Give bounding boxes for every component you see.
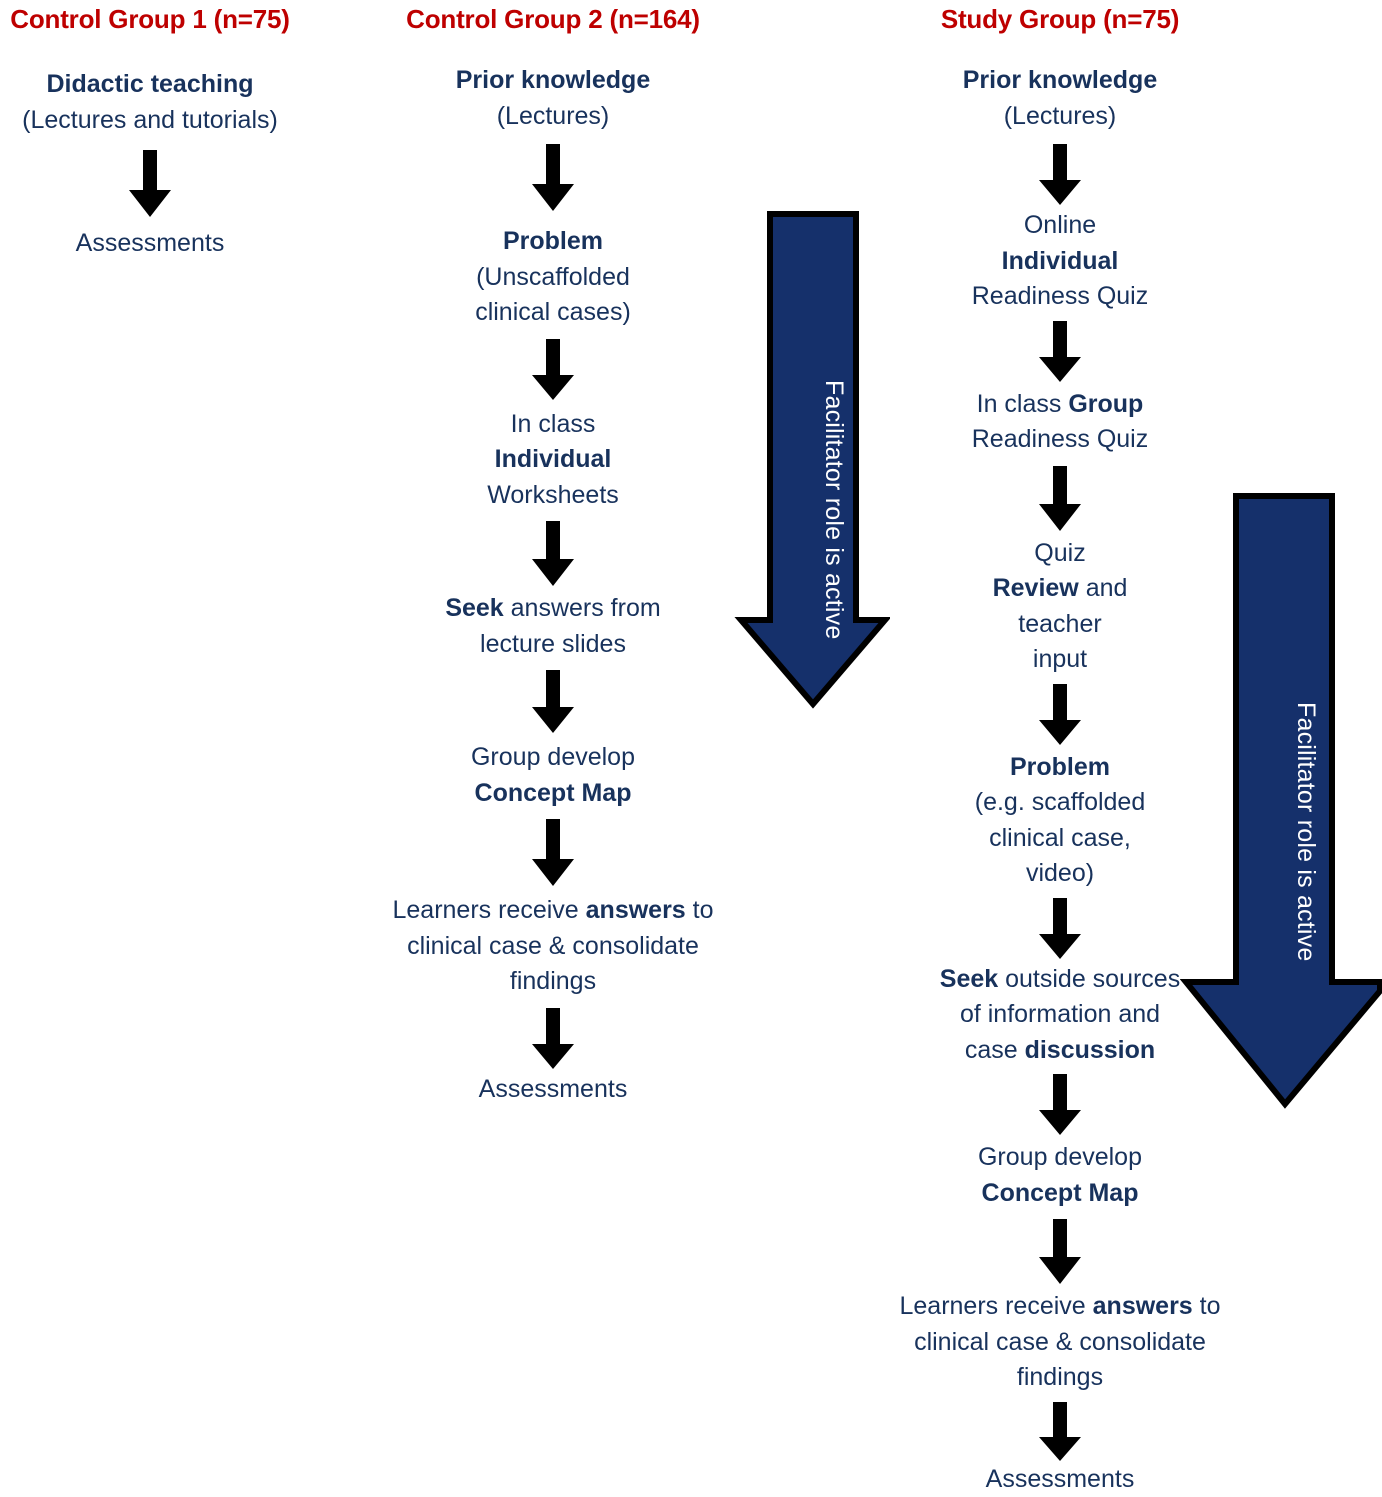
node-line-1: Problem (503, 227, 603, 255)
node-line-2: Concept Map (982, 1179, 1139, 1207)
arrow-down-icon (1038, 321, 1082, 383)
facilitator-arrow-1-label: Facilitator role is active (778, 380, 850, 639)
arrow-down-icon (1038, 1402, 1082, 1462)
node-line-4: input (1033, 645, 1087, 673)
facilitator-label-line-2: role is active (820, 498, 848, 640)
node-line-2: (Lectures and tutorials) (22, 106, 278, 134)
node-line-3: Readiness Quiz (972, 282, 1148, 310)
node-quiz-review-teacher-input: Quiz Review and teacher input (900, 536, 1220, 678)
node-line-3: Worksheets (487, 481, 619, 509)
node-line-2: Individual (495, 445, 612, 473)
node-line-3: teacher (1018, 610, 1101, 638)
node-assessments-sg: Assessments (900, 1462, 1220, 1497)
node-line-1: Assessments (479, 1075, 628, 1103)
node-line-2: Readiness Quiz (972, 425, 1148, 453)
node-line-1: Seek outside sources (940, 965, 1180, 993)
node-online-individual-readiness-quiz: Online Individual Readiness Quiz (900, 208, 1220, 315)
column-title-control-group-2: Control Group 2 (n=164) (383, 4, 723, 35)
arrow-down-icon (1038, 1074, 1082, 1136)
facilitator-label-line-1: Facilitator (820, 380, 848, 491)
node-line-3: clinical cases) (475, 298, 631, 326)
node-line-1: Didactic teaching (47, 70, 254, 98)
node-line-2: lecture slides (480, 630, 626, 658)
facilitator-arrow-2-label: Facilitator role is active (1246, 702, 1322, 961)
node-line-1: Assessments (76, 229, 225, 257)
node-learners-receive-answers-sg: Learners receive answers to clinical cas… (870, 1289, 1250, 1396)
node-line-1: Seek answers from (445, 594, 660, 622)
node-line-3: findings (510, 967, 596, 995)
node-problem-sg: Problem (e.g. scaffolded clinical case, … (900, 750, 1220, 892)
node-line-2: clinical case & consolidate (407, 932, 699, 960)
node-line-1: Prior knowledge (963, 66, 1157, 94)
node-line-2: (Lectures) (497, 102, 610, 130)
arrow-down-icon (531, 670, 575, 734)
node-line-1: Prior knowledge (456, 66, 650, 94)
arrow-down-icon (531, 339, 575, 401)
node-problem-cg2: Problem (Unscaffolded clinical cases) (383, 224, 723, 331)
node-line-2: Review and (993, 574, 1128, 602)
node-line-1: Learners receive answers to (392, 896, 713, 924)
node-line-1: Group develop (471, 743, 635, 771)
node-line-2: of information and (960, 1000, 1160, 1028)
node-line-4: video) (1026, 859, 1094, 887)
node-line-1: Learners receive answers to (899, 1292, 1220, 1320)
node-prior-knowledge-sg: Prior knowledge (Lectures) (900, 63, 1220, 134)
node-line-2: Individual (1002, 247, 1119, 275)
arrow-down-icon (531, 521, 575, 587)
node-line-2: (e.g. scaffolded (975, 788, 1145, 816)
column-title-study-group: Study Group (n=75) (900, 4, 1220, 35)
node-line-2: clinical case & consolidate (914, 1328, 1206, 1356)
arrow-down-icon (1038, 466, 1082, 532)
node-line-3: case discussion (965, 1036, 1155, 1064)
column-title-control-group-1: Control Group 1 (n=75) (0, 4, 300, 35)
arrow-down-icon (1038, 684, 1082, 746)
node-line-2: (Lectures) (1004, 102, 1117, 130)
arrow-down-icon (1038, 144, 1082, 206)
node-assessments-cg2: Assessments (383, 1072, 723, 1108)
facilitator-arrow-2: Facilitator role is active (1180, 492, 1382, 1112)
node-line-1: In class Group (977, 390, 1144, 418)
arrow-down-icon (531, 144, 575, 212)
node-line-1: Assessments (986, 1465, 1135, 1493)
node-in-class-individual-worksheets: In class Individual Worksheets (383, 407, 723, 514)
node-learners-receive-answers-cg2: Learners receive answers to clinical cas… (367, 893, 739, 1000)
node-prior-knowledge-cg2: Prior knowledge (Lectures) (383, 63, 723, 134)
facilitator-label-line-2: role is active (1292, 820, 1320, 962)
node-line-2: Concept Map (475, 779, 632, 807)
facilitator-arrow-1: Facilitator role is active (728, 210, 890, 710)
arrow-down-icon (128, 150, 172, 218)
node-line-3: clinical case, (989, 824, 1131, 852)
facilitator-label-line-1: Facilitator (1292, 702, 1320, 813)
node-in-class-group-readiness-quiz: In class Group Readiness Quiz (900, 387, 1220, 458)
column-control-group-2: Control Group 2 (n=164) Prior knowledge … (383, 0, 723, 1107)
node-line-1: Problem (1010, 753, 1110, 781)
node-line-2: (Unscaffolded (476, 263, 630, 291)
node-line-1: In class (511, 410, 596, 438)
node-line-1: Group develop (978, 1143, 1142, 1171)
node-line-3: findings (1017, 1363, 1103, 1391)
column-study-group: Study Group (n=75) Prior knowledge (Lect… (900, 0, 1220, 1497)
column-control-group-1: Control Group 1 (n=75) Didactic teaching… (0, 0, 300, 262)
node-group-develop-concept-map-cg2: Group develop Concept Map (383, 740, 723, 811)
node-group-develop-concept-map-sg: Group develop Concept Map (900, 1140, 1220, 1211)
arrow-down-icon (531, 819, 575, 887)
arrow-down-icon (531, 1008, 575, 1070)
node-line-1: Quiz (1034, 539, 1085, 567)
node-assessments-cg1: Assessments (0, 226, 300, 262)
node-seek-outside-sources: Seek outside sources of information and … (890, 962, 1230, 1069)
arrow-down-icon (1038, 898, 1082, 960)
node-line-1: Online (1024, 211, 1096, 239)
node-didactic-teaching: Didactic teaching (Lectures and tutorial… (0, 67, 300, 138)
node-seek-answers-lecture-slides: Seek answers from lecture slides (383, 591, 723, 662)
arrow-down-icon (1038, 1219, 1082, 1285)
